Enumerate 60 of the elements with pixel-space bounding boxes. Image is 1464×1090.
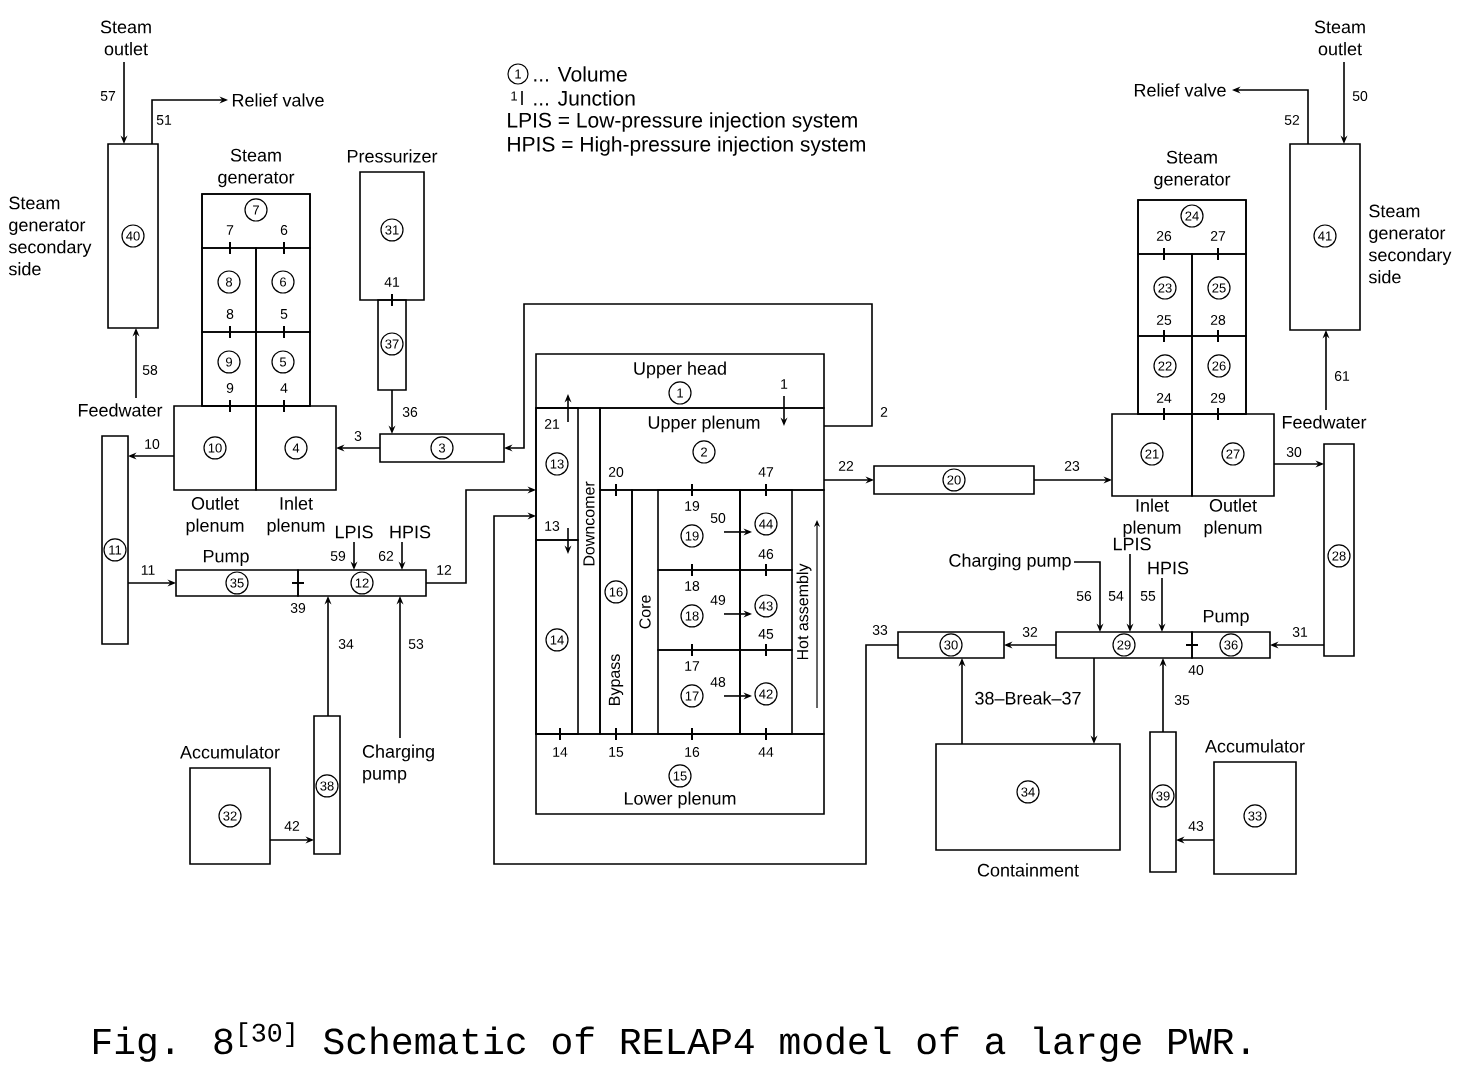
junction-tick (1217, 247, 1219, 261)
junction-tick (1163, 329, 1165, 343)
junction-tick (229, 325, 231, 339)
box-heading: Inlet plenum (267, 496, 325, 536)
junction-tick (229, 399, 231, 413)
junction-tick (283, 241, 285, 255)
node-label: Downcomer (583, 481, 595, 566)
box-heading: Containment (977, 863, 1079, 877)
terminal-label: LPIS (1113, 537, 1151, 551)
junction-tick (691, 562, 693, 577)
box-heading: Inlet plenum (1123, 498, 1181, 538)
junction-tick (1217, 407, 1219, 421)
junction-tick (1163, 247, 1165, 261)
caption: Fig. 8$^{[30]}$ Schematic of RELAP4 model of a large PWR. (94, 1022, 1248, 1062)
legend-text: ... Junction (534, 90, 635, 106)
junction-tick (1185, 643, 1199, 646)
side-label: Steam generator secondary side (8, 196, 92, 276)
box-heading: Accumulator (180, 745, 280, 759)
terminal-label: Steam outlet (1314, 20, 1365, 56)
junction-tick (765, 562, 767, 577)
junction-tick (283, 399, 285, 413)
box-heading: Steam generator (218, 148, 295, 188)
junction-tick (765, 483, 767, 497)
side-label: Steam generator secondary side (1368, 204, 1452, 284)
flow-arrow (493, 512, 899, 865)
box-heading: Outlet plenum (186, 496, 244, 536)
legend-text: ... Volume (534, 66, 627, 82)
junction-tick (1217, 329, 1219, 343)
junction-tick (283, 325, 285, 339)
terminal-label: HPIS (390, 525, 431, 539)
box-heading: Outlet plenum (1204, 498, 1262, 538)
junction-tick (765, 642, 767, 657)
junction-tick (229, 241, 231, 255)
terminal-label: HPIS (1148, 561, 1189, 575)
box-heading: Steam generator (1154, 150, 1231, 190)
terminal-label: Feedwater (1282, 415, 1367, 429)
box-heading: Accumulator (1205, 739, 1305, 753)
junction-tick (691, 483, 693, 497)
junction-tick (615, 483, 617, 497)
terminal-label: Relief valve (1134, 83, 1226, 97)
terminal-label: LPIS (335, 525, 373, 539)
note-text: LPIS = Low-pressure injection system (508, 112, 857, 132)
terminal-label: Relief valve (232, 93, 324, 107)
junction-tick (559, 726, 561, 741)
terminal-label: Charging pump (949, 553, 1071, 571)
junction-tick (391, 292, 393, 307)
terminal-label: Steam outlet (100, 20, 151, 56)
terminal-label: Charging pump (362, 744, 434, 784)
note-text: HPIS = High-pressure injection system (508, 136, 865, 156)
box-heading: Pump (203, 549, 249, 567)
junction-tick (615, 726, 617, 741)
break-label: 38–Break–37 (973, 690, 1083, 706)
junction-tick (691, 642, 693, 657)
junction-tick (765, 726, 767, 741)
box-heading: Pressurizer (347, 149, 438, 163)
terminal-label: Feedwater (78, 403, 163, 417)
junction-tick (691, 726, 693, 741)
junction-tick (291, 581, 305, 584)
box-heading: Pump (1203, 609, 1249, 627)
junction-tick (1163, 407, 1165, 421)
